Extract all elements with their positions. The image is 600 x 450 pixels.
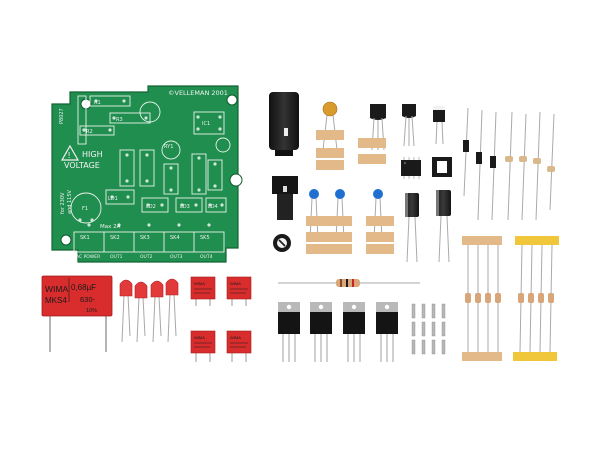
pcb-warning-line1: HIGH: [82, 150, 103, 159]
small-capacitor: WIMA: [190, 330, 216, 362]
film-capacitor-brand: WIMA: [45, 284, 68, 294]
pcb-label-out2: OUT2: [140, 254, 153, 260]
resistors-loose: [505, 111, 555, 221]
pcb-label-sk2: SK2: [110, 235, 120, 241]
pcb-label-r2: R2: [86, 129, 93, 135]
ic-socket: [432, 157, 452, 177]
small-capacitor-text: WIMA: [230, 335, 241, 340]
pcb-label-sk3: SK3: [140, 235, 150, 241]
pcb-label-ld1: LD1: [108, 196, 118, 202]
photo-triac: [433, 106, 445, 145]
film-capacitor-value: 0,68µF: [71, 283, 96, 292]
pcb-label-r3: R3: [116, 117, 123, 123]
small-capacitor: WIMA: [190, 276, 216, 306]
small-capacitor-text: WIMA: [230, 281, 241, 286]
mounting-hole: [229, 173, 243, 187]
pcb-label-ic1: IC1: [202, 121, 210, 127]
small-film-capacitors: WIMA WIMA WIMA WIMA: [190, 276, 252, 362]
fuse-holder-large: [269, 92, 299, 156]
pcb-label-f1: F1: [82, 206, 88, 212]
pcb-label-ld4: LD4: [208, 204, 218, 210]
triac: [343, 302, 365, 362]
power-triacs: [278, 302, 398, 362]
led: [165, 278, 179, 343]
transistor-small-2: [402, 104, 416, 147]
led: [150, 280, 164, 343]
pcb-label-out1: OUT1: [110, 254, 123, 260]
pcb-label-out3: OUT3: [170, 254, 183, 260]
diodes: [463, 107, 497, 221]
mounting-hole: [226, 94, 238, 106]
small-capacitor: WIMA: [226, 330, 252, 362]
ceramic-capacitor-orange: [316, 101, 344, 170]
pcb-side-text-2: for 230V: [60, 192, 66, 214]
pcb-side-text-3: and 115V: [67, 189, 73, 214]
film-capacitor-large: WIMA 0,68µF MKS4 630- 10%: [41, 275, 113, 352]
film-capacitor-tolerance: 10%: [86, 308, 97, 314]
trim-potentiometer: [273, 234, 291, 252]
red-leds: [119, 278, 179, 343]
ic-chip: [401, 157, 421, 179]
solder-pins: [411, 303, 446, 355]
pcb-label-sk1: SK1: [80, 235, 90, 241]
electrolytic-capacitor-1: [405, 193, 419, 263]
pcb-label-out4: OUT4: [200, 254, 213, 260]
warning-triangle-icon: [60, 144, 80, 161]
led: [134, 281, 148, 343]
ceramic-capacitors-blue: [306, 189, 394, 254]
triac: [278, 302, 300, 362]
led: [119, 279, 133, 343]
triac: [310, 302, 332, 362]
pcb-label-ld2: LD2: [146, 204, 156, 210]
small-capacitor: WIMA: [226, 276, 252, 306]
pcb-brand: ©VELLEMAN 2001: [168, 89, 228, 97]
film-capacitor-voltage: 630-: [80, 295, 96, 304]
mounting-hole: [60, 234, 72, 246]
pcb-side-text-1: P8027: [59, 108, 65, 124]
small-capacitor-text: WIMA: [194, 281, 205, 286]
pcb-label-ry1: RY1: [164, 144, 173, 150]
pcb-warning-line2: VOLTAGE: [64, 161, 100, 170]
electrolytic-capacitor-2: [436, 190, 451, 263]
pcb-label-sk4: SK4: [170, 235, 180, 241]
small-capacitor-text: WIMA: [194, 335, 205, 340]
pcb-max-current: Max 2A: [100, 224, 121, 230]
resistor-horizontal: [278, 279, 420, 287]
pcb-board: ! ©VELLEMAN 2001 HIGH VOLTAGE Max 2A P80…: [51, 85, 243, 263]
pcb-label-r1: R1: [94, 100, 101, 106]
pcb-label-ac-power: AC POWER: [76, 254, 100, 260]
pcb-label-ld3: LD3: [180, 204, 190, 210]
taped-resistors-yellow: [513, 236, 559, 361]
taped-resistors-tan: [462, 236, 502, 361]
film-capacitor-model: MKS4: [45, 296, 67, 305]
transistor-small-1: [358, 104, 386, 164]
svg-text:!: !: [68, 151, 71, 160]
pcb-label-sk5: SK5: [200, 235, 210, 241]
triac: [376, 302, 398, 362]
fuse-holder-small: [272, 176, 298, 220]
